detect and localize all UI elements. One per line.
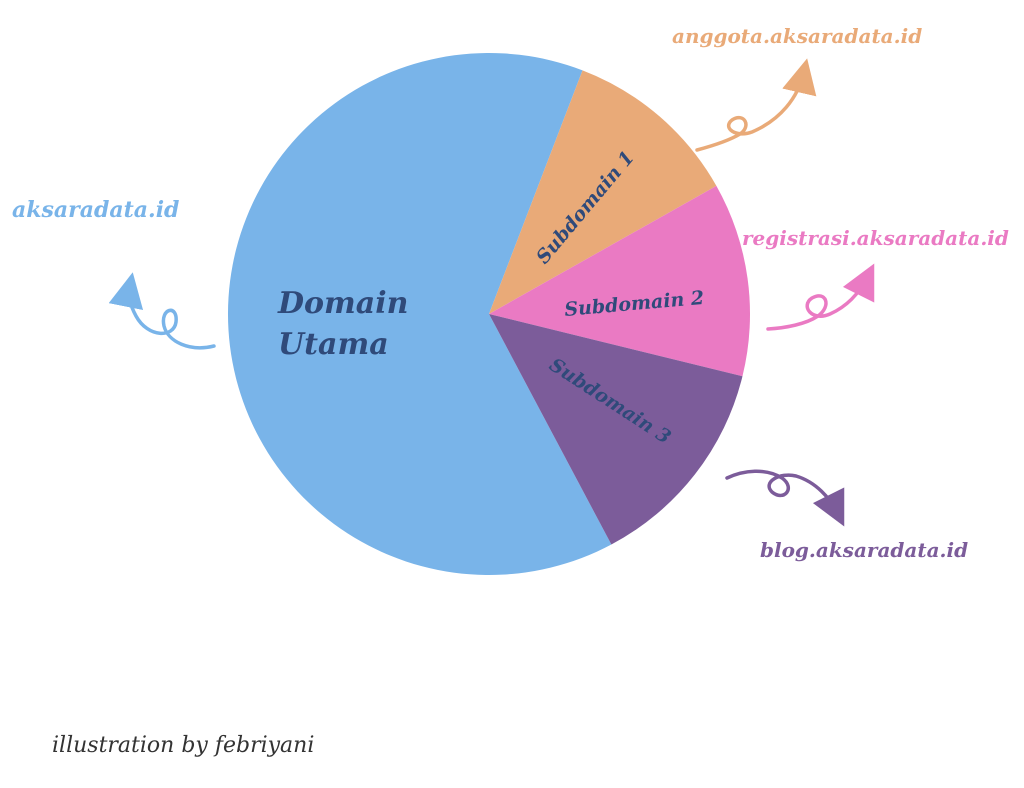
url-label-subdomain-1: anggota.aksaradata.id bbox=[672, 24, 922, 48]
url-label-subdomain-2: registrasi.aksaradata.id bbox=[742, 226, 1009, 250]
arrow-subdomain-1 bbox=[695, 58, 817, 152]
arrow-subdomain-3 bbox=[725, 469, 845, 527]
slice-subdomain-1 bbox=[489, 70, 717, 314]
slice-domain-utama bbox=[227, 53, 612, 576]
url-label-subdomain-3: blog.aksaradata.id bbox=[760, 538, 968, 562]
pie-diagram bbox=[227, 53, 751, 576]
slice-label-domain-utama-line-1: Domain bbox=[277, 286, 408, 321]
credit-signature: illustration by febriyani bbox=[52, 733, 314, 758]
slice-label-domain-utama: Domain Utama bbox=[277, 286, 419, 362]
slice-subdomain-3 bbox=[489, 314, 743, 545]
arrow-subdomain-2 bbox=[766, 263, 875, 331]
slice-label-domain-utama-line-2: Utama bbox=[278, 327, 389, 362]
url-label-domain-utama: aksaradata.id bbox=[12, 197, 179, 223]
arrow-domain-utama bbox=[108, 272, 216, 350]
slice-subdomain-2 bbox=[489, 185, 751, 377]
